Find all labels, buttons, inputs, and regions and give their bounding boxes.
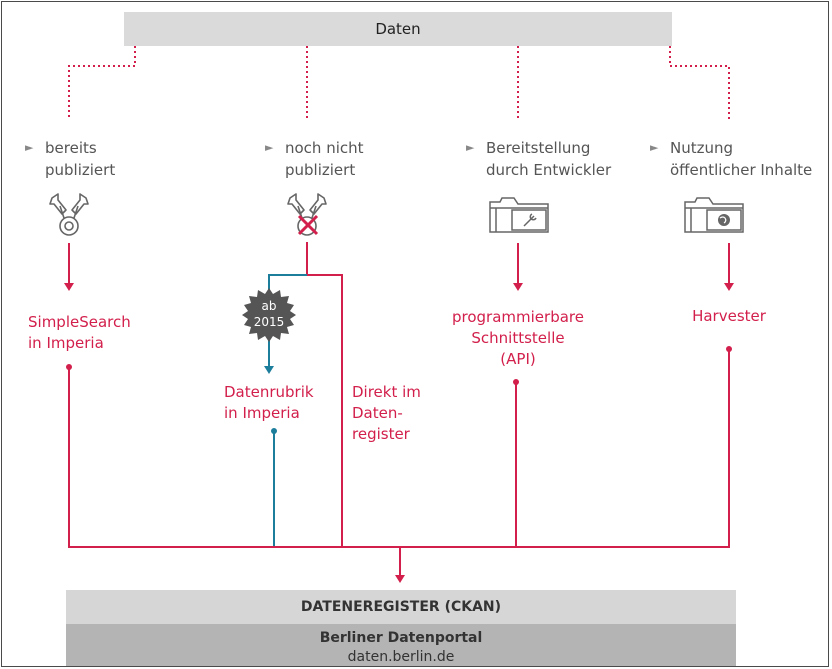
category-line2: publiziert <box>45 161 116 179</box>
dot-api <box>513 379 519 385</box>
category-line2: durch Entwickler <box>486 161 612 179</box>
award-icon <box>49 193 89 236</box>
label-line: SimpleSearch <box>28 313 131 331</box>
triangle-right-icon: ► <box>466 141 475 154</box>
ab-2015-badge <box>242 288 296 342</box>
label-api: programmierbare Schnittstelle (API) <box>438 307 598 370</box>
category-line2: öffentlicher Inhalte <box>670 161 813 179</box>
triangle-right-icon: ► <box>650 141 659 154</box>
triangle-right-icon: ► <box>265 141 274 154</box>
category-noch-nicht-publiziert: ► noch nicht publiziert <box>265 137 364 181</box>
category-nutzung: Nutzung öffentlicher Inhalte <box>670 137 828 181</box>
label-line: Datenrubrik <box>224 383 314 401</box>
label-line: Daten- <box>352 404 403 422</box>
label-simplesearch: SimpleSearch in Imperia <box>28 312 131 354</box>
category-bereits-publiziert: ► bereits publiziert <box>25 137 116 181</box>
label-line: Harvester <box>692 307 766 325</box>
blue-dot <box>271 428 277 434</box>
arrow-head-3 <box>513 283 523 291</box>
arrow-line-2 <box>306 242 343 374</box>
category-line1: bereits <box>45 139 97 157</box>
daten-label: Daten <box>375 20 421 38</box>
category-line1: noch nicht <box>285 139 364 157</box>
label-line: (API) <box>500 350 536 368</box>
category-line1: Bereitstellung <box>486 139 591 157</box>
label-line: in Imperia <box>28 334 104 352</box>
category-bereitstellung: ► Bereitstellung durch Entwickler <box>466 137 612 181</box>
portal-bar: Berliner Datenportal daten.berlin.de <box>66 624 736 666</box>
portal-url: daten.berlin.de <box>347 649 455 665</box>
award-crossed-icon <box>287 193 327 236</box>
arrow-head-1 <box>64 283 74 291</box>
registry-label: DATENEREGISTER (CKAN) <box>300 599 502 615</box>
badge-line2: 2015 <box>253 315 285 329</box>
label-line: register <box>352 425 410 443</box>
bus-arrow-head <box>395 575 405 583</box>
label-datenrubrik: Datenrubrik in Imperia <box>224 382 314 424</box>
dot-simplesearch <box>66 364 72 370</box>
label-line: programmierbare <box>452 308 584 326</box>
badge-line1: ab <box>261 299 277 313</box>
dotted-connector-1 <box>68 46 136 120</box>
arrow-head-4 <box>724 283 734 291</box>
label-direkt: Direkt im Daten- register <box>352 382 421 445</box>
category-line2: publiziert <box>285 161 356 179</box>
label-harvester: Harvester <box>669 306 789 327</box>
triangle-right-icon: ► <box>25 141 34 154</box>
badge-text: ab 2015 <box>242 298 296 330</box>
blue-arrow-head <box>264 366 274 374</box>
daten-bar: Daten <box>124 12 672 46</box>
label-line: Schnittstelle <box>471 329 565 347</box>
portal-title: Berliner Datenportal <box>319 630 483 646</box>
category-line1: Nutzung <box>670 139 734 157</box>
registry-bar: DATENEREGISTER (CKAN) <box>66 590 736 624</box>
label-line: Direkt im <box>352 383 421 401</box>
folder-globe-icon <box>684 197 744 233</box>
label-line: in Imperia <box>224 404 300 422</box>
dotted-connector-4 <box>669 46 730 120</box>
dot-harvester <box>726 346 732 352</box>
folder-wrench-icon <box>489 197 549 233</box>
